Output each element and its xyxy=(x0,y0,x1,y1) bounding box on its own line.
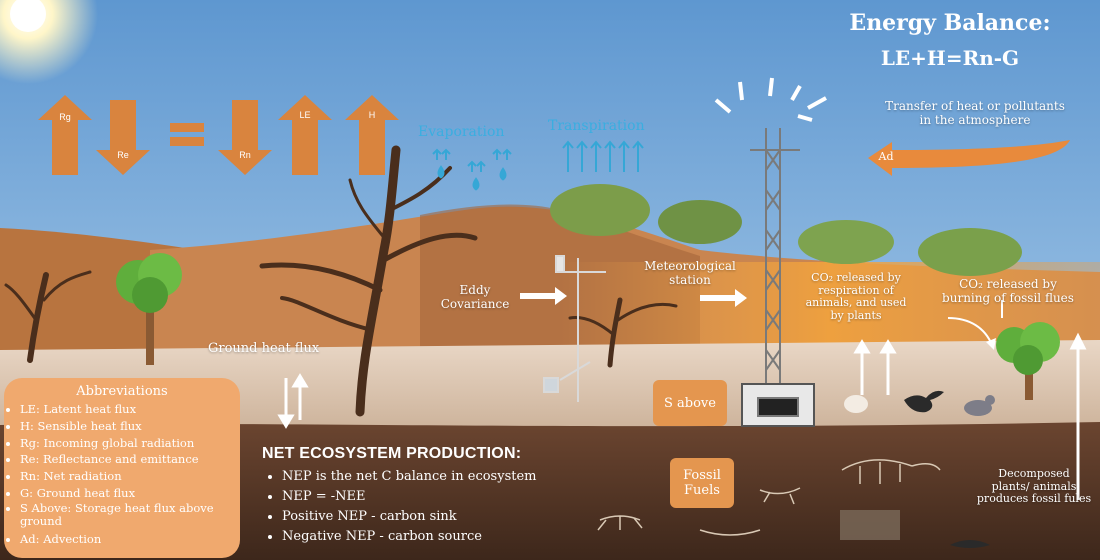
transfer-label: Transfer of heat or pollutants in the at… xyxy=(885,99,1065,127)
transpiration-label: Transpiration xyxy=(548,118,645,134)
eddy-covariance-tower-icon xyxy=(543,255,606,402)
abbreviations-list: LE: Latent heat flux H: Sensible heat fl… xyxy=(4,401,240,548)
arrow-label-rg: Rg xyxy=(59,112,71,122)
evaporation-icons xyxy=(432,148,512,191)
abbreviation-item: S Above: Storage heat flux above ground xyxy=(20,501,240,531)
abbreviation-item: Ad: Advection xyxy=(20,531,240,548)
advection-arrow-label: Ad xyxy=(878,150,894,163)
title-line-1: Energy Balance: xyxy=(849,10,1051,36)
abbreviation-item: H: Sensible heat flux xyxy=(20,418,240,435)
energy-balance-title: Energy Balance: LE+H=Rn-G xyxy=(835,10,1065,70)
nep-item: Positive NEP - carbon sink xyxy=(282,507,592,527)
abbreviation-item: Rn: Net radiation xyxy=(20,468,240,485)
transpiration-icons xyxy=(562,140,644,172)
ground-heat-flux-label: Ground heat flux xyxy=(208,341,320,356)
abbreviation-item: G: Ground heat flux xyxy=(20,485,240,502)
balance-arrows xyxy=(38,95,399,175)
ground-heat-flux-arrows xyxy=(277,373,309,429)
meteorological-station-label: Meteorological station xyxy=(644,259,736,287)
decomposed-label: Decomposed plants/ animals produces foss… xyxy=(976,467,1092,506)
arrow-label-le: LE xyxy=(299,110,311,120)
arrow-label-h: H xyxy=(368,110,376,120)
pointer-arrows xyxy=(520,287,747,307)
nep-panel: NET ECOSYSTEM PRODUCTION: NEP is the net… xyxy=(262,445,592,547)
arrow-label-re: Re xyxy=(117,150,129,160)
title-line-2: LE+H=Rn-G xyxy=(880,46,1020,70)
meteorological-tower-icon xyxy=(714,77,827,427)
abbreviation-item: Re: Reflectance and emittance xyxy=(20,451,240,468)
fossil-sketches xyxy=(597,459,941,540)
advection-arrow xyxy=(868,140,1070,176)
green-tree-right-icon xyxy=(996,322,1060,400)
animal-silhouettes xyxy=(844,390,995,548)
abbreviations-heading: Abbreviations xyxy=(76,384,168,399)
dead-tree-icon xyxy=(4,145,678,417)
nep-list: NEP is the net C balance in ecosystem NE… xyxy=(262,467,592,547)
co2-respiration-label: CO₂ released by respiration of animals, … xyxy=(805,271,907,322)
nep-item: NEP = -NEE xyxy=(282,487,592,507)
green-tree-left-icon xyxy=(116,253,182,365)
nep-heading: NET ECOSYSTEM PRODUCTION: xyxy=(262,445,522,462)
arrow-label-rn: Rn xyxy=(239,150,251,160)
evaporation-label: Evaporation xyxy=(418,124,505,140)
fossil-fuels-box: Fossil Fuels xyxy=(670,458,734,508)
abbreviation-item: Rg: Incoming global radiation xyxy=(20,435,240,452)
abbreviations-panel: Abbreviations LE: Latent heat flux H: Se… xyxy=(4,378,240,558)
eddy-covariance-label: Eddy Covariance xyxy=(440,283,510,311)
nep-item: NEP is the net C balance in ecosystem xyxy=(282,467,592,487)
abbreviation-item: LE: Latent heat flux xyxy=(20,401,240,418)
co2-fossil-label: CO₂ released by burning of fossil flues xyxy=(942,277,1074,305)
s-above-box: S above xyxy=(653,380,727,426)
nep-item: Negative NEP - carbon source xyxy=(282,527,592,547)
